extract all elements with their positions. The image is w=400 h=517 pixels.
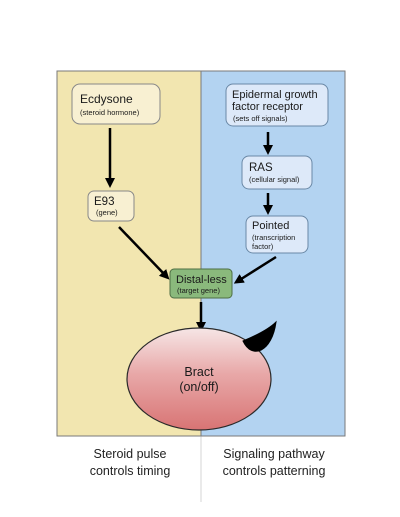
bract-subtitle: (on/off) xyxy=(179,380,218,394)
node-egfr-subtitle: (sets off signals) xyxy=(233,114,288,123)
node-ecdysone-title: Ecdysone xyxy=(80,92,133,106)
node-distal-less-subtitle: (target gene) xyxy=(177,286,220,295)
node-e93: E93 (gene) xyxy=(87,190,135,222)
right-caption-line1: Signaling pathway xyxy=(223,447,325,461)
node-egfr-title-line1: Epidermal growth xyxy=(232,89,318,101)
left-caption-line2: controls timing xyxy=(89,464,171,478)
node-distal-less-box xyxy=(169,268,233,299)
node-e93-subtitle: (gene) xyxy=(96,208,118,217)
node-e93-title: E93 xyxy=(94,196,114,208)
arrow-e93-to-distal-less xyxy=(118,226,170,280)
node-ras-title: RAS xyxy=(249,162,273,174)
right-caption-line2: controls patterning xyxy=(222,464,326,478)
node-distal-less-title: Distal-less xyxy=(176,274,227,286)
node-egfr-title-line2: factor receptor xyxy=(232,101,303,113)
node-e93-box xyxy=(87,190,135,222)
node-egfr: Epidermal growth factor receptor (sets o… xyxy=(225,83,329,127)
node-ras-subtitle: (cellular signal) xyxy=(249,175,300,184)
node-distal-less: Distal-less (target gene) xyxy=(169,268,233,299)
node-pointed-title: Pointed xyxy=(252,220,289,232)
node-ecdysone-subtitle: (steroid hormone) xyxy=(80,108,140,117)
bract-title: Bract xyxy=(184,365,214,379)
node-ecdysone: Ecdysone (steroid hormone) xyxy=(71,83,161,125)
node-pointed: Pointed (transcription factor) xyxy=(245,215,309,254)
bract-organ: Bract (on/off) xyxy=(126,327,272,431)
node-pointed-box xyxy=(245,215,309,254)
node-ecdysone-box xyxy=(71,83,161,125)
arrow-pointed-to-distal-less xyxy=(233,255,277,284)
node-pointed-subtitle-line1: (transcription xyxy=(252,233,295,242)
node-ras: RAS (cellular signal) xyxy=(241,155,313,190)
left-caption: Steroid pulse controls timing xyxy=(60,446,200,480)
node-egfr-box xyxy=(225,83,329,127)
right-caption: Signaling pathway controls patterning xyxy=(204,446,344,480)
crescent-shape xyxy=(242,320,277,352)
node-ras-box xyxy=(241,155,313,190)
node-pointed-subtitle-line2: factor) xyxy=(252,242,274,251)
bract-ellipse xyxy=(126,327,272,431)
left-caption-line1: Steroid pulse xyxy=(93,447,167,461)
